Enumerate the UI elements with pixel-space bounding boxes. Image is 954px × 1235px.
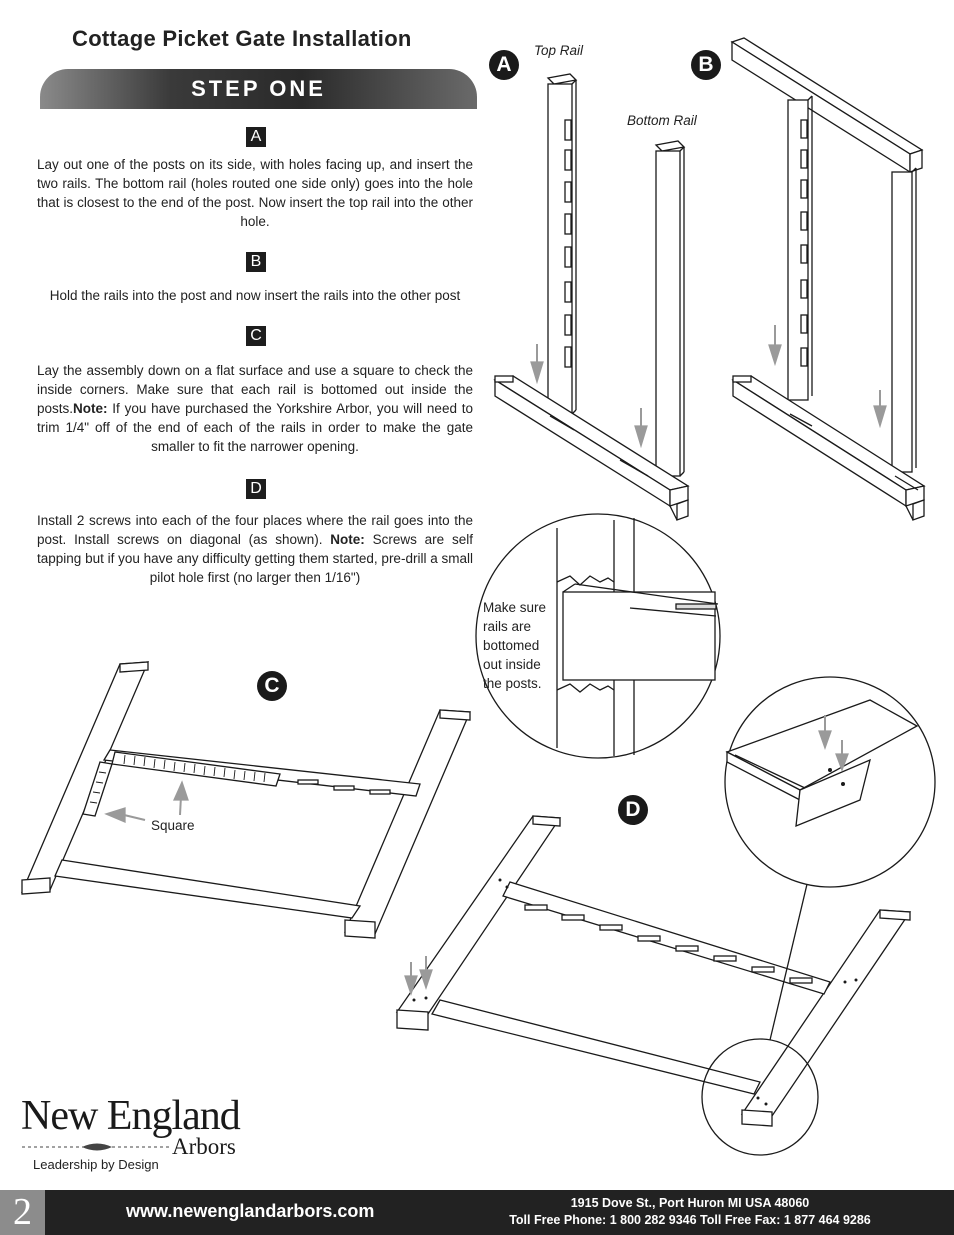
- fig-a-top-rail: [546, 73, 578, 415]
- square-caption: Square: [151, 818, 195, 833]
- page-title: Cottage Picket Gate Installation: [72, 26, 412, 51]
- page-number: 2: [0, 1190, 45, 1235]
- fig-c-arrows: [104, 780, 189, 823]
- figure-a-label: A: [489, 50, 519, 80]
- footer-phone: Toll Free Phone: 1 800 282 9346 Toll Fre…: [509, 1213, 871, 1227]
- fig-d-corner-highlight: [701, 1038, 819, 1156]
- bottomed-note-line-4: out inside: [483, 657, 541, 672]
- fig-a-post: [493, 375, 690, 521]
- section-d-text: Install 2 screws into each of the four p…: [37, 511, 473, 587]
- section-c-note-label: Note:: [73, 401, 108, 416]
- footer: 2 www.newenglandarbors.com 1915 Dove St.…: [0, 1190, 954, 1235]
- top-rail-caption: Top Rail: [534, 43, 584, 58]
- section-d-text-after: Screws are self tapping but if you have …: [37, 532, 473, 585]
- section-c-text-before: Lay the assembly down on a flat surface …: [37, 363, 473, 416]
- figure-d-label: D: [618, 795, 648, 825]
- fig-a-arrows: [530, 344, 648, 449]
- detail-screws-circle: [724, 676, 936, 888]
- detail-screw-arrows: [818, 715, 849, 772]
- fig-d-leader-line: [769, 879, 809, 1041]
- footer-contact: 1915 Dove St., Port Huron MI USA 48060 T…: [470, 1195, 910, 1229]
- section-d-note-label: Note:: [330, 532, 365, 547]
- bottomed-note-line-3: bottomed: [483, 638, 540, 653]
- figure-b-label: B: [691, 50, 721, 80]
- fig-b-frame: [730, 37, 926, 521]
- section-a-text: Lay out one of the posts on its side, wi…: [37, 157, 473, 229]
- section-d-marker: D: [246, 479, 266, 499]
- section-c-text-after: If you have purchased the Yorkshire Arbo…: [37, 401, 473, 454]
- fig-a-bottom-rail: [654, 140, 686, 477]
- section-b-text: Hold the rails into the post and now ins…: [49, 288, 461, 303]
- section-c-text: Lay the assembly down on a flat surface …: [37, 361, 473, 456]
- bottomed-note-line-2: rails are: [483, 619, 532, 634]
- section-b-marker: B: [246, 252, 266, 272]
- bottomed-note: Make sure rails are bottomed out inside …: [483, 598, 546, 693]
- bottom-rail-caption: Bottom Rail: [627, 113, 697, 128]
- step-label: STEP ONE: [191, 76, 326, 101]
- logo-tagline: Leadership by Design: [33, 1157, 159, 1172]
- section-a-marker: A: [246, 127, 266, 147]
- logo-sub: Arbors: [172, 1134, 236, 1159]
- logo-name: New England: [21, 1093, 241, 1139]
- fig-d-arrows: [404, 956, 433, 997]
- footer-url[interactable]: www.newenglandarbors.com: [126, 1201, 375, 1221]
- footer-address: 1915 Dove St., Port Huron MI USA 48060: [570, 1196, 810, 1210]
- fig-c-frame: [20, 661, 471, 939]
- bottomed-note-line-1: Make sure: [483, 600, 547, 615]
- logo-ornament: [22, 1143, 172, 1151]
- section-d-text-before: Install 2 screws into each of the four p…: [37, 513, 473, 547]
- section-c-marker: C: [246, 326, 266, 346]
- figure-c-label: C: [257, 671, 287, 701]
- step-banner: STEP ONE: [40, 69, 477, 109]
- fig-b-arrows: [768, 325, 887, 429]
- detail-bottomed-circle: [475, 513, 721, 759]
- fig-d-frame: [395, 815, 912, 1127]
- bottomed-note-line-5: the posts.: [483, 676, 542, 691]
